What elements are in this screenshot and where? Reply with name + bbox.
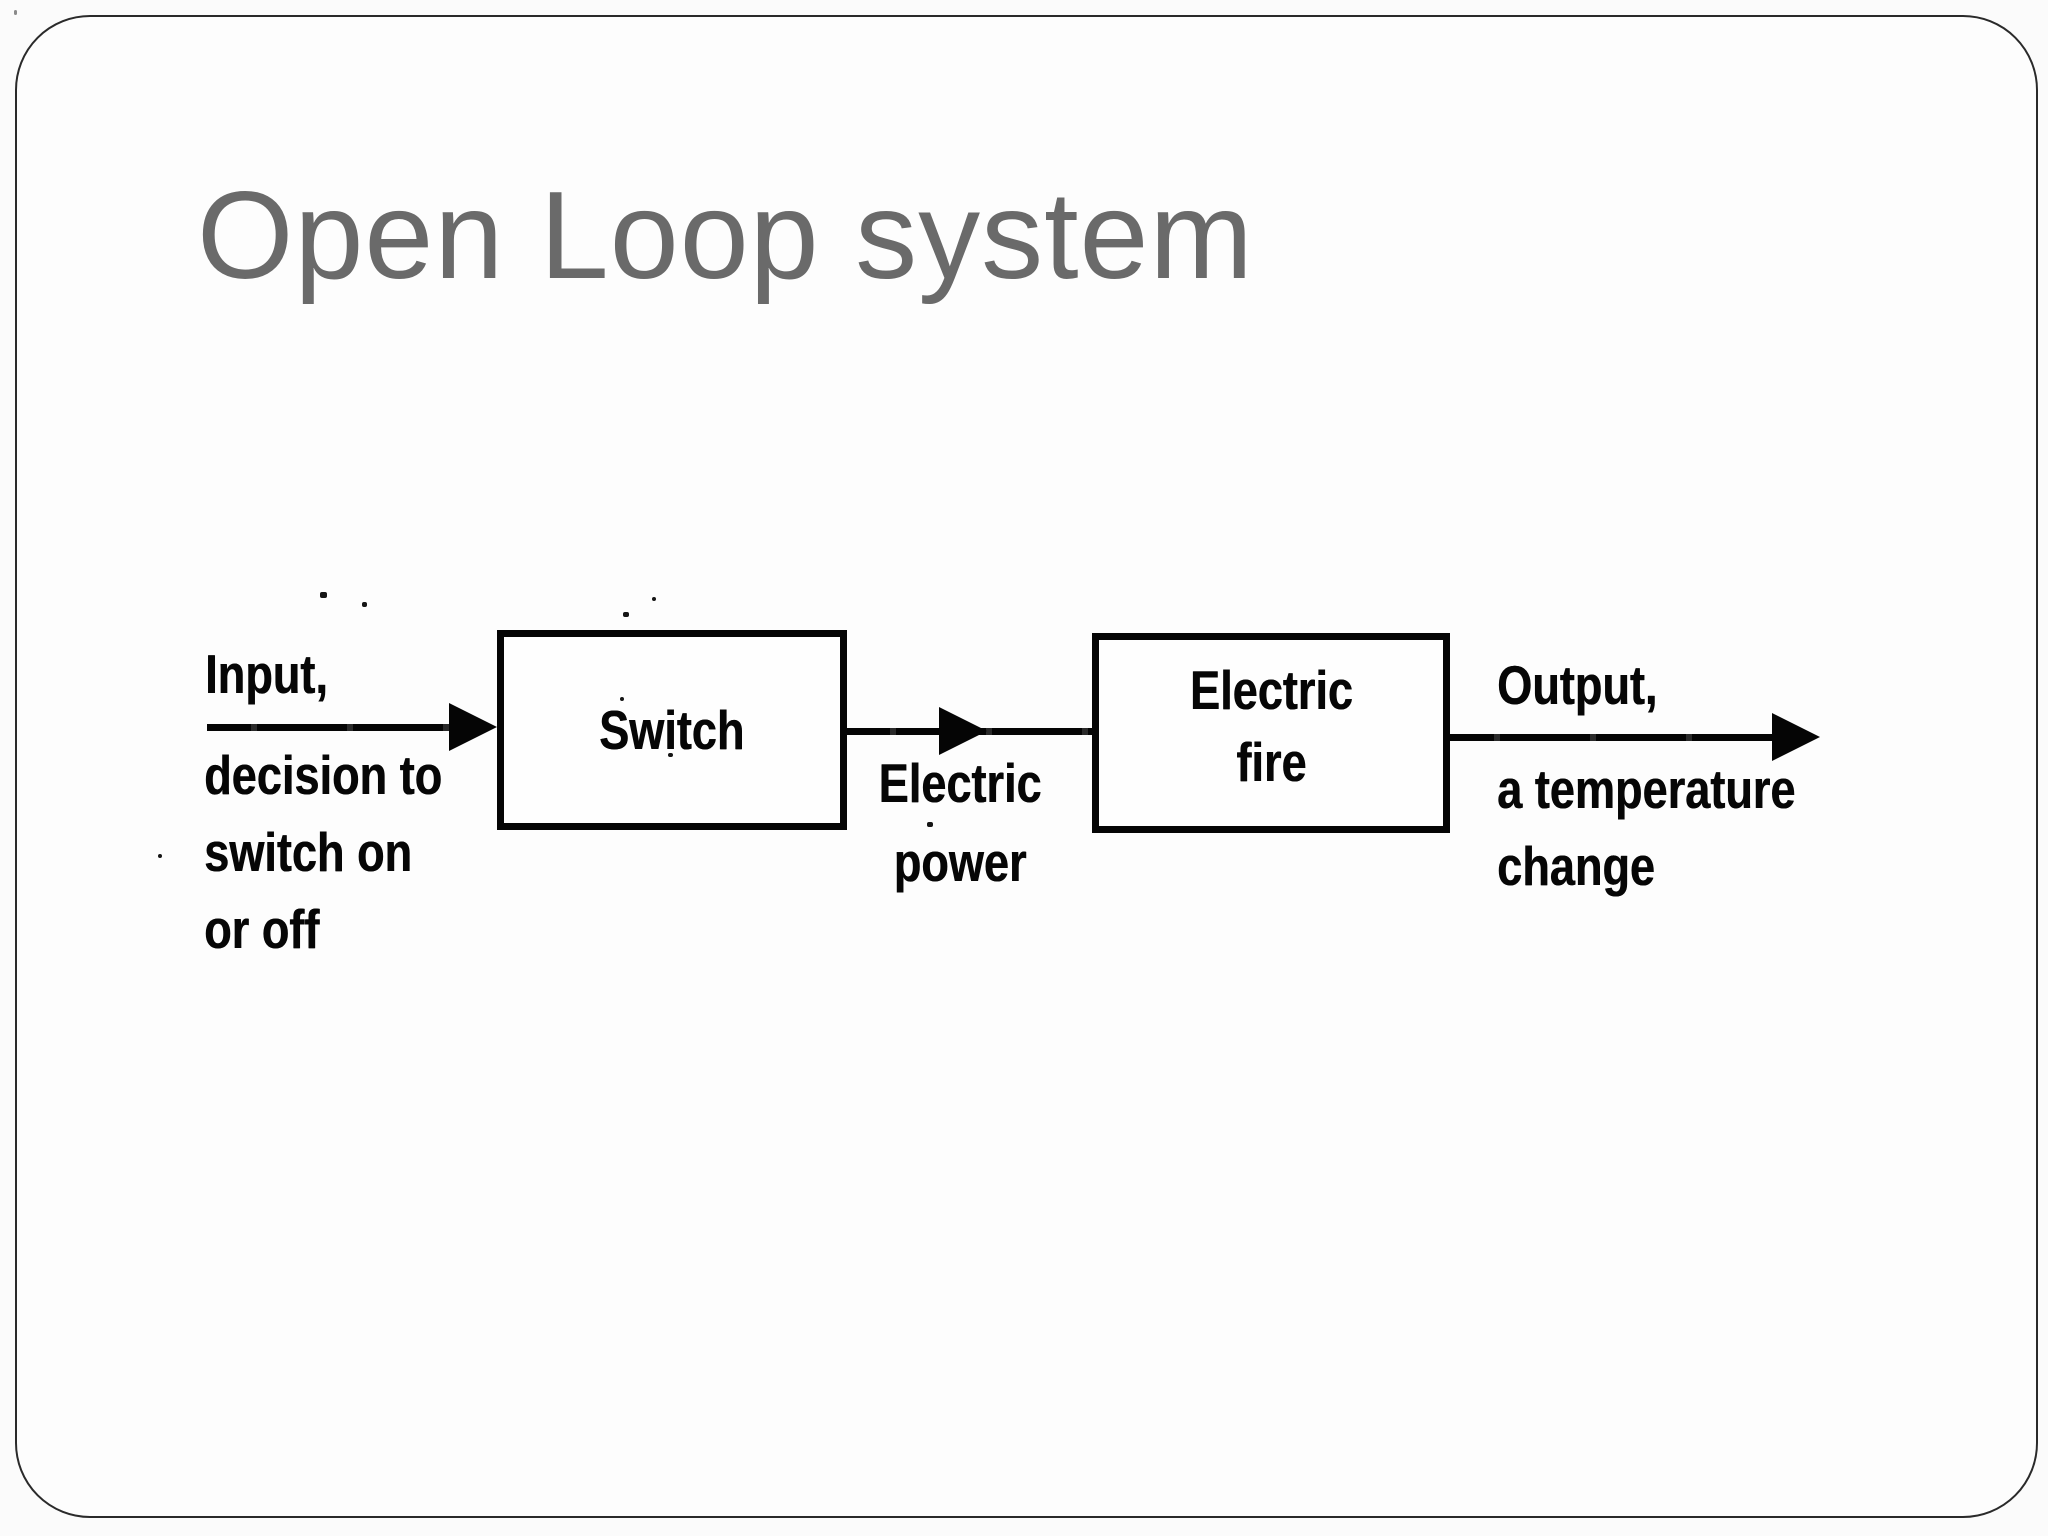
power-label-line-1: Electric — [878, 752, 1042, 814]
slide-border-frame — [15, 15, 2038, 1518]
output-arrowhead-icon — [1772, 713, 1820, 761]
output-desc-line-2: change — [1497, 835, 1655, 897]
electric-fire-label-line-2: fire — [1235, 731, 1307, 793]
scan-speck — [362, 602, 367, 607]
scan-speck — [158, 854, 162, 858]
scan-speck — [320, 592, 327, 598]
power-arrowhead-icon — [939, 707, 987, 755]
input-desc-line-1: decision to — [204, 744, 443, 806]
input-desc-line-3: or off — [204, 898, 320, 960]
input-label-description: decision to switch on or off — [204, 737, 442, 968]
switch-block-label: Switch — [599, 699, 745, 761]
power-label-line-2: power — [893, 831, 1027, 893]
scan-speck — [927, 822, 933, 827]
scan-speck — [668, 753, 673, 757]
output-label-title: Output, — [1497, 654, 1658, 716]
input-arrowhead-icon — [449, 703, 497, 751]
electric-fire-block-label: Electric fire — [1190, 654, 1353, 798]
input-arrow-line — [207, 724, 457, 731]
electric-fire-label-line-1: Electric — [1189, 659, 1353, 721]
scan-speck — [620, 697, 624, 701]
switch-block: Switch — [497, 630, 847, 830]
slide-title: Open Loop system — [197, 167, 1254, 305]
input-desc-line-2: switch on — [204, 821, 412, 883]
scan-speck — [14, 10, 17, 15]
power-label: Electric power — [860, 744, 1060, 902]
scan-speck — [652, 597, 656, 601]
output-label-description: a temperature change — [1497, 751, 1795, 905]
scan-speck — [623, 612, 629, 617]
electric-fire-block: Electric fire — [1092, 633, 1450, 833]
output-desc-line-1: a temperature — [1497, 758, 1796, 820]
output-arrow-line — [1450, 734, 1774, 741]
input-label-title: Input, — [205, 643, 328, 705]
